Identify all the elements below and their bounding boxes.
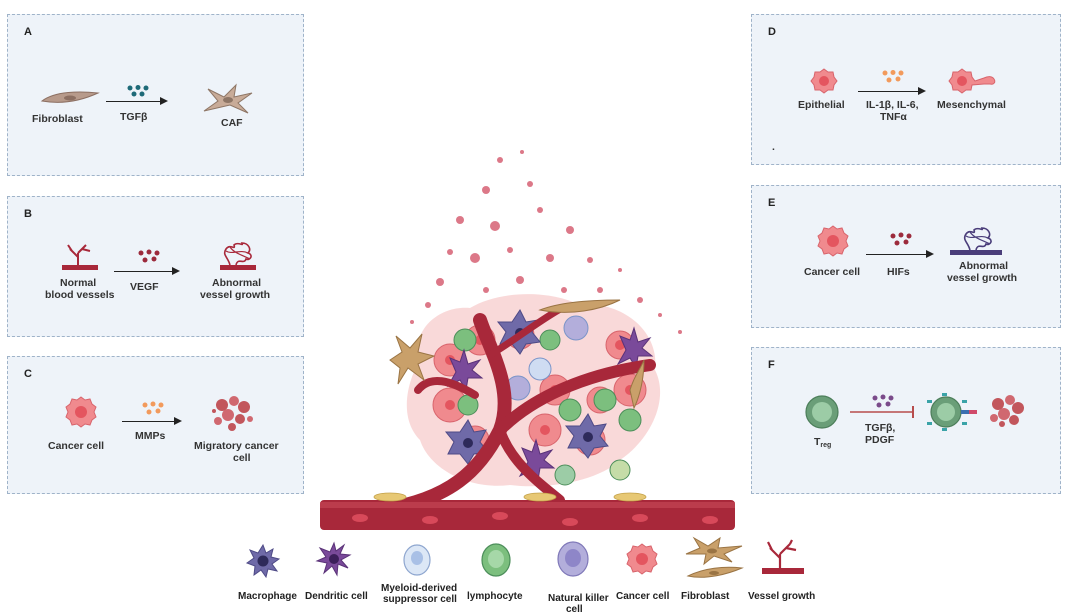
mesenchymal-cell-icon — [948, 68, 996, 94]
inhibition-line-icon — [850, 406, 914, 418]
released-particles — [410, 150, 682, 334]
normal-vessel-icon — [62, 244, 98, 270]
branching-vessel — [373, 304, 656, 517]
legend-macrophage-label: Macrophage — [238, 591, 297, 602]
tumor-microenvironment-illustration — [320, 150, 735, 530]
legend-cancer-cell-icon — [626, 543, 658, 575]
panel-f-factor-line2: PDGF — [865, 434, 895, 446]
legend-lymphocyte-icon — [481, 543, 511, 577]
panel-e-label: E — [768, 197, 776, 209]
panel-b-factor-text: VEGF — [130, 281, 159, 293]
legend-dendritic-label: Dendritic cell — [305, 591, 368, 602]
panel-f-label: F — [768, 359, 775, 371]
migratory-cancer-cell-icon — [212, 396, 253, 431]
abnormal-vessel-icon — [220, 242, 256, 270]
panel-a-result-text: CAF — [221, 117, 243, 129]
t-cell-receptor-icon — [927, 393, 977, 431]
legend-lymphocyte-label: lymphocyte — [467, 591, 523, 602]
legend-nk-icon — [557, 541, 589, 577]
panel-e-result-line2: vessel growth — [947, 272, 1018, 284]
panel-b-normal-line1: Normal — [60, 277, 97, 289]
panel-b-label: B — [24, 208, 32, 220]
panel-c-result-line1: Migratory cancer — [194, 440, 279, 452]
panel-a-factor-text: TGFβ — [120, 111, 148, 123]
panel-a-fibroblast-text: Fibroblast — [32, 113, 83, 125]
panel-c-result-line2: cell — [233, 452, 251, 464]
panel-b-result-line1: Abnormal — [212, 277, 262, 289]
caf-icon — [203, 83, 253, 114]
legend-fibroblast-label: Fibroblast — [681, 591, 730, 602]
mmps-molecules-icon — [142, 401, 164, 415]
panel-c-arrow — [122, 416, 182, 425]
panel-f-treg-text: Treg — [814, 436, 831, 452]
legend-nk-line1: Natural killer — [548, 593, 609, 604]
panel-a-label: A — [24, 26, 32, 38]
interleukin-molecules-icon — [882, 70, 904, 83]
legend-cancer-label: Cancer cell — [616, 591, 670, 602]
legend-dendritic-icon — [315, 541, 352, 577]
cancer-cell-icon — [817, 225, 849, 257]
legend-vessel-label: Vessel growth — [748, 591, 816, 602]
tumor-cluster-icon — [990, 395, 1024, 427]
panel-d-arrow — [858, 86, 926, 95]
vegf-molecules-icon — [138, 249, 160, 263]
panel-d-factor-line2: TNFα — [880, 111, 907, 123]
panel-d-factor-line1: IL-1β, IL-6, — [866, 99, 919, 111]
panel-e-result-line1: Abnormal — [959, 260, 1009, 272]
panel-c: C Cancer cell MMPs Migratory cancer cell — [7, 356, 304, 494]
cancer-cell-icon — [65, 396, 97, 428]
panel-e-factor-text: HIFs — [887, 266, 910, 278]
tgfb-pdgf-molecules-icon — [872, 394, 894, 408]
legend-macrophage-icon — [245, 543, 281, 579]
panel-c-cell-text: Cancer cell — [48, 440, 105, 452]
fibroblast-icon — [40, 91, 100, 103]
legend-mdsc-icon — [403, 544, 431, 576]
panel-d-result-text: Mesenchymal — [937, 99, 1006, 111]
panel-b-normal-line2: blood vessels — [45, 289, 115, 301]
hifs-molecules-icon — [890, 232, 912, 246]
panel-e-cell-text: Cancer cell — [804, 266, 861, 278]
legend-mdsc-line1: Myeloid-derived — [381, 583, 458, 594]
panel-f: F Treg TGFβ, PDGF — [751, 347, 1061, 494]
legend-vessel-growth-icon — [762, 539, 804, 574]
panel-d-dot: . — [772, 141, 775, 153]
tgfb-molecules-icon — [127, 85, 149, 97]
panel-b: B Normal blood vessels VEGF Abnormal ves… — [7, 196, 304, 337]
legend-fibroblast-icon — [685, 536, 744, 578]
panel-d-source-text: Epithelial — [798, 99, 845, 111]
legend-mdsc-line2: suppressor cell — [383, 594, 457, 605]
panel-a: A Fibroblast TGFβ CAF — [7, 14, 304, 176]
panel-c-factor-text: MMPs — [135, 430, 166, 442]
panel-f-factor-line1: TGFβ, — [865, 422, 896, 434]
panel-e-arrow — [866, 249, 934, 258]
panel-e: E Cancer cell HIFs Abnormal vessel growt… — [751, 185, 1061, 328]
panel-a-arrow — [106, 96, 168, 105]
panel-d-label: D — [768, 26, 776, 38]
abnormal-vessel-purple-icon — [950, 227, 1002, 255]
treg-main: T — [814, 436, 821, 448]
panel-d: D Epithelial IL-1β, IL-6, TNFα Mesenchym… — [751, 14, 1061, 165]
treg-cell-icon — [805, 395, 839, 429]
panel-b-arrow — [114, 266, 180, 275]
panel-c-label: C — [24, 368, 32, 380]
tumor-mass — [406, 294, 661, 487]
panel-b-result-line2: vessel growth — [200, 289, 271, 301]
main-blood-vessel — [320, 492, 735, 530]
treg-sub: reg — [820, 442, 832, 449]
stromal-fibroblasts — [389, 299, 645, 410]
epithelial-cell-icon — [810, 68, 838, 94]
